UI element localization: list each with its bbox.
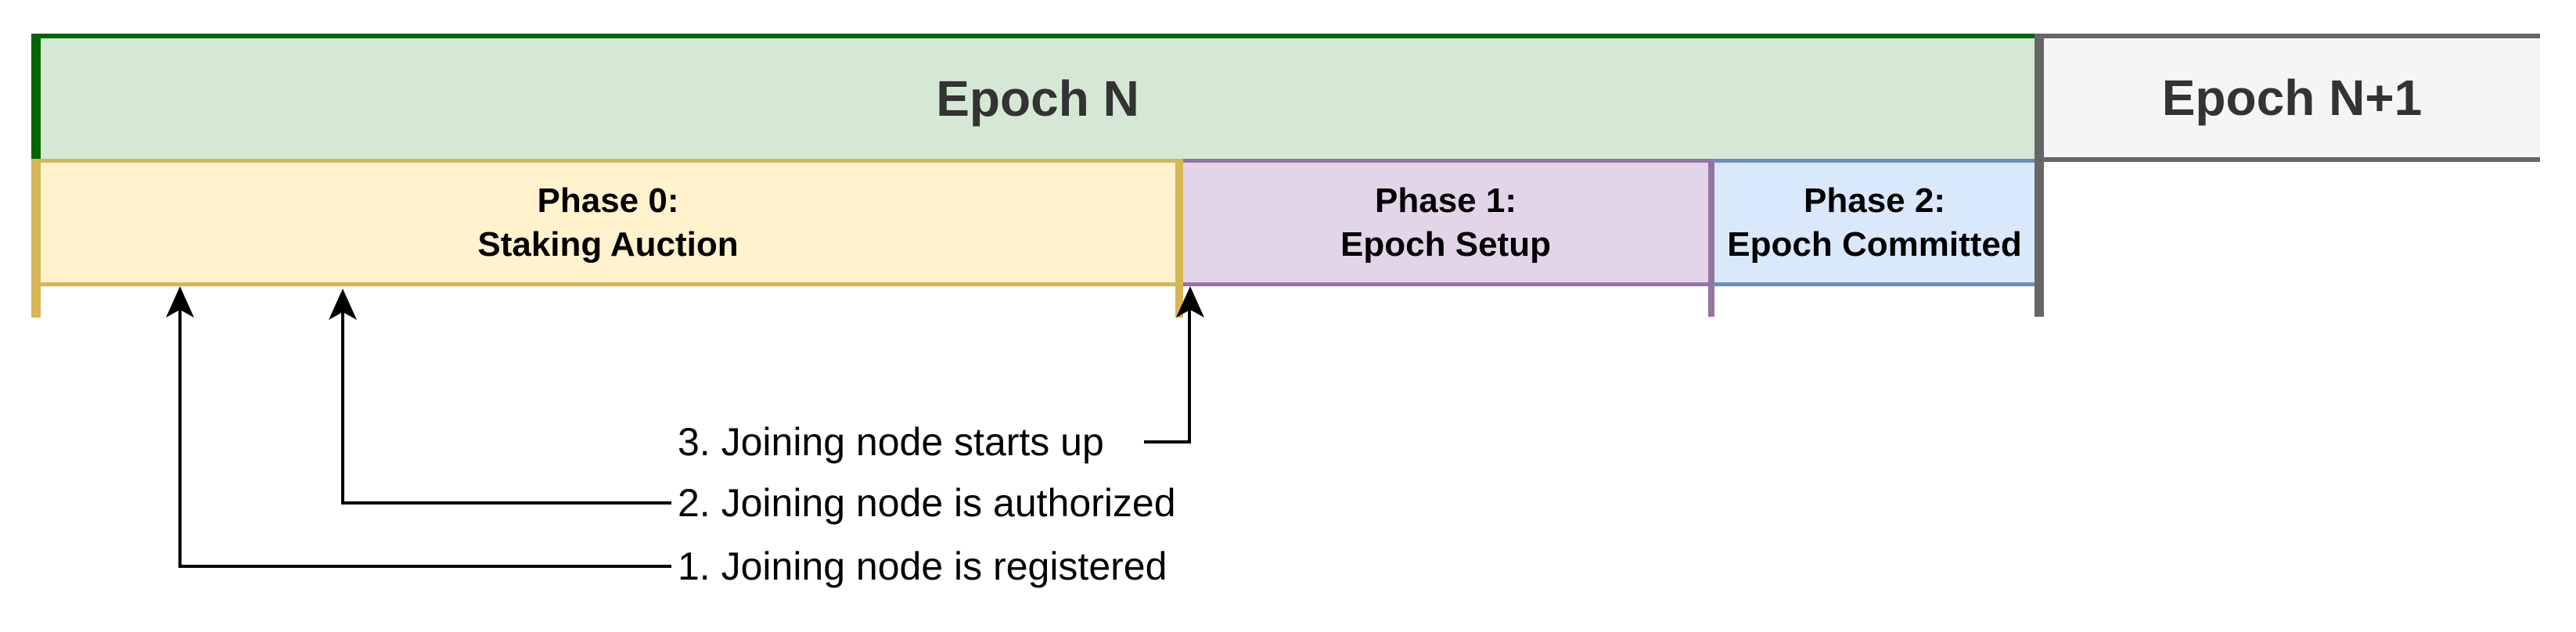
phase-1-label: Phase 1: Epoch Setup [1340, 179, 1551, 267]
epoch-boundary-marker [2035, 34, 2044, 317]
arrow-up-icon [166, 286, 194, 318]
annotation-node-starts-up: 3. Joining node starts up [678, 420, 1104, 464]
phase-0-subtitle: Staking Auction [477, 224, 739, 264]
arrow-up-icon [1176, 286, 1204, 318]
epoch-n-plus-1-box: Epoch N+1 [2044, 34, 2540, 162]
phase-2-subtitle: Epoch Committed [1727, 224, 2022, 264]
arrow-1-vertical-line [178, 305, 182, 568]
arrow-up-icon [329, 289, 357, 320]
epoch-n-box: Epoch N [41, 34, 2035, 159]
arrow-3-vertical-line [1188, 305, 1191, 443]
phase-1-box: Phase 1: Epoch Setup [1183, 159, 1708, 286]
phase-0-end-marker [1175, 159, 1183, 318]
epoch-n-label: Epoch N [936, 70, 1139, 127]
arrow-2-vertical-line [341, 307, 344, 505]
phase-0-box: Phase 0: Staking Auction [41, 159, 1175, 286]
annotation-node-authorized: 2. Joining node is authorized [678, 481, 1176, 525]
phase-2-box: Phase 2: Epoch Committed [1714, 159, 2035, 286]
phase-0-start-marker [31, 159, 41, 318]
epoch-n-plus-1-label: Epoch N+1 [2161, 70, 2423, 126]
arrow-3-horizontal-line [1144, 440, 1191, 443]
annotation-node-registered: 1. Joining node is registered [678, 544, 1167, 588]
phase-1-subtitle: Epoch Setup [1340, 224, 1551, 264]
phase-0-label: Phase 0: Staking Auction [477, 179, 738, 267]
phase-2-label: Phase 2: Epoch Committed [1727, 179, 2021, 267]
arrow-1-horizontal-line [178, 565, 671, 568]
phase-2-title: Phase 2: [1804, 181, 1945, 220]
epoch-n-start-marker [31, 34, 41, 159]
phase-1-title: Phase 1: [1375, 181, 1516, 220]
phase-1-end-marker [1708, 159, 1714, 317]
phase-0-title: Phase 0: [537, 181, 679, 220]
arrow-2-horizontal-line [341, 501, 671, 505]
